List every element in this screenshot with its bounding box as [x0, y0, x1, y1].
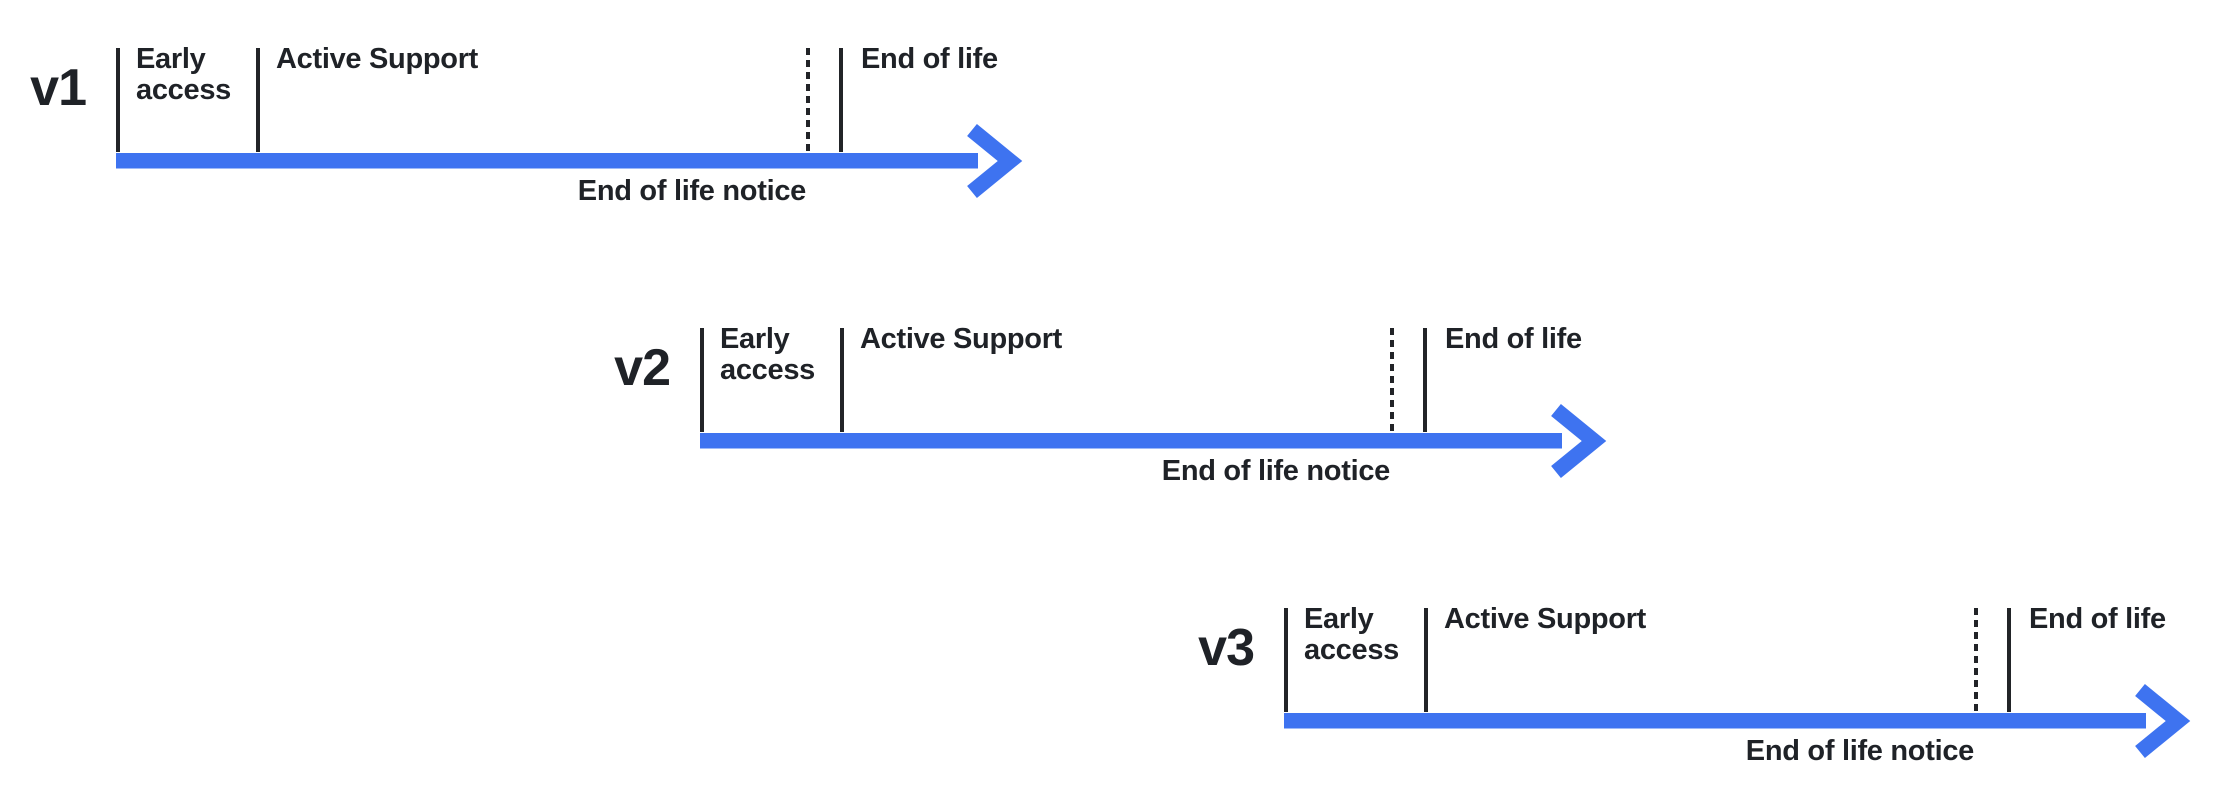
early-access-start-tick [700, 328, 704, 432]
active-support-start-tick [256, 48, 260, 152]
timeline-arrow-icon [700, 403, 1607, 479]
timeline-arrow-icon [1284, 683, 2191, 759]
timeline-v1: v1 Early access Active Support End of li… [0, 0, 1060, 250]
version-label-v2: v2 [614, 339, 671, 397]
end-of-life-notice-dashed-tick [806, 48, 810, 152]
end-of-life-notice-dashed-tick [1974, 608, 1978, 712]
end-of-life-label: End of life [861, 43, 998, 75]
early-access-label: Early access [136, 43, 231, 106]
active-support-start-tick [1424, 608, 1428, 712]
timeline-v2: v2 Early access Active Support End of li… [584, 280, 1644, 530]
end-of-life-tick [2007, 608, 2011, 712]
active-support-start-tick [840, 328, 844, 432]
end-of-life-notice-label: End of life notice [577, 175, 807, 207]
early-access-start-tick [1284, 608, 1288, 712]
end-of-life-label: End of life [1445, 323, 1582, 355]
arrow-head-icon [2135, 683, 2191, 759]
end-of-life-notice-label: End of life notice [1161, 455, 1391, 487]
end-of-life-notice-label: End of life notice [1745, 735, 1975, 767]
timeline-arrow-icon [116, 123, 1023, 199]
end-of-life-tick [1423, 328, 1427, 432]
arrow-shaft [700, 433, 1562, 449]
end-of-life-notice-dashed-tick [1390, 328, 1394, 432]
active-support-label: Active Support [860, 323, 1063, 355]
early-access-label: Early access [1304, 603, 1399, 666]
active-support-label: Active Support [1444, 603, 1647, 635]
timeline-v3: v3 Early access Active Support End of li… [1168, 560, 2228, 810]
arrow-head-icon [1551, 403, 1607, 479]
early-access-label: Early access [720, 323, 815, 386]
arrow-shaft [116, 153, 978, 169]
active-support-label: Active Support [276, 43, 479, 75]
early-access-start-tick [116, 48, 120, 152]
arrow-shaft [1284, 713, 2146, 729]
version-label-v3: v3 [1198, 619, 1255, 677]
end-of-life-tick [839, 48, 843, 152]
end-of-life-label: End of life [2029, 603, 2166, 635]
arrow-head-icon [967, 123, 1023, 199]
version-label-v1: v1 [30, 59, 87, 117]
